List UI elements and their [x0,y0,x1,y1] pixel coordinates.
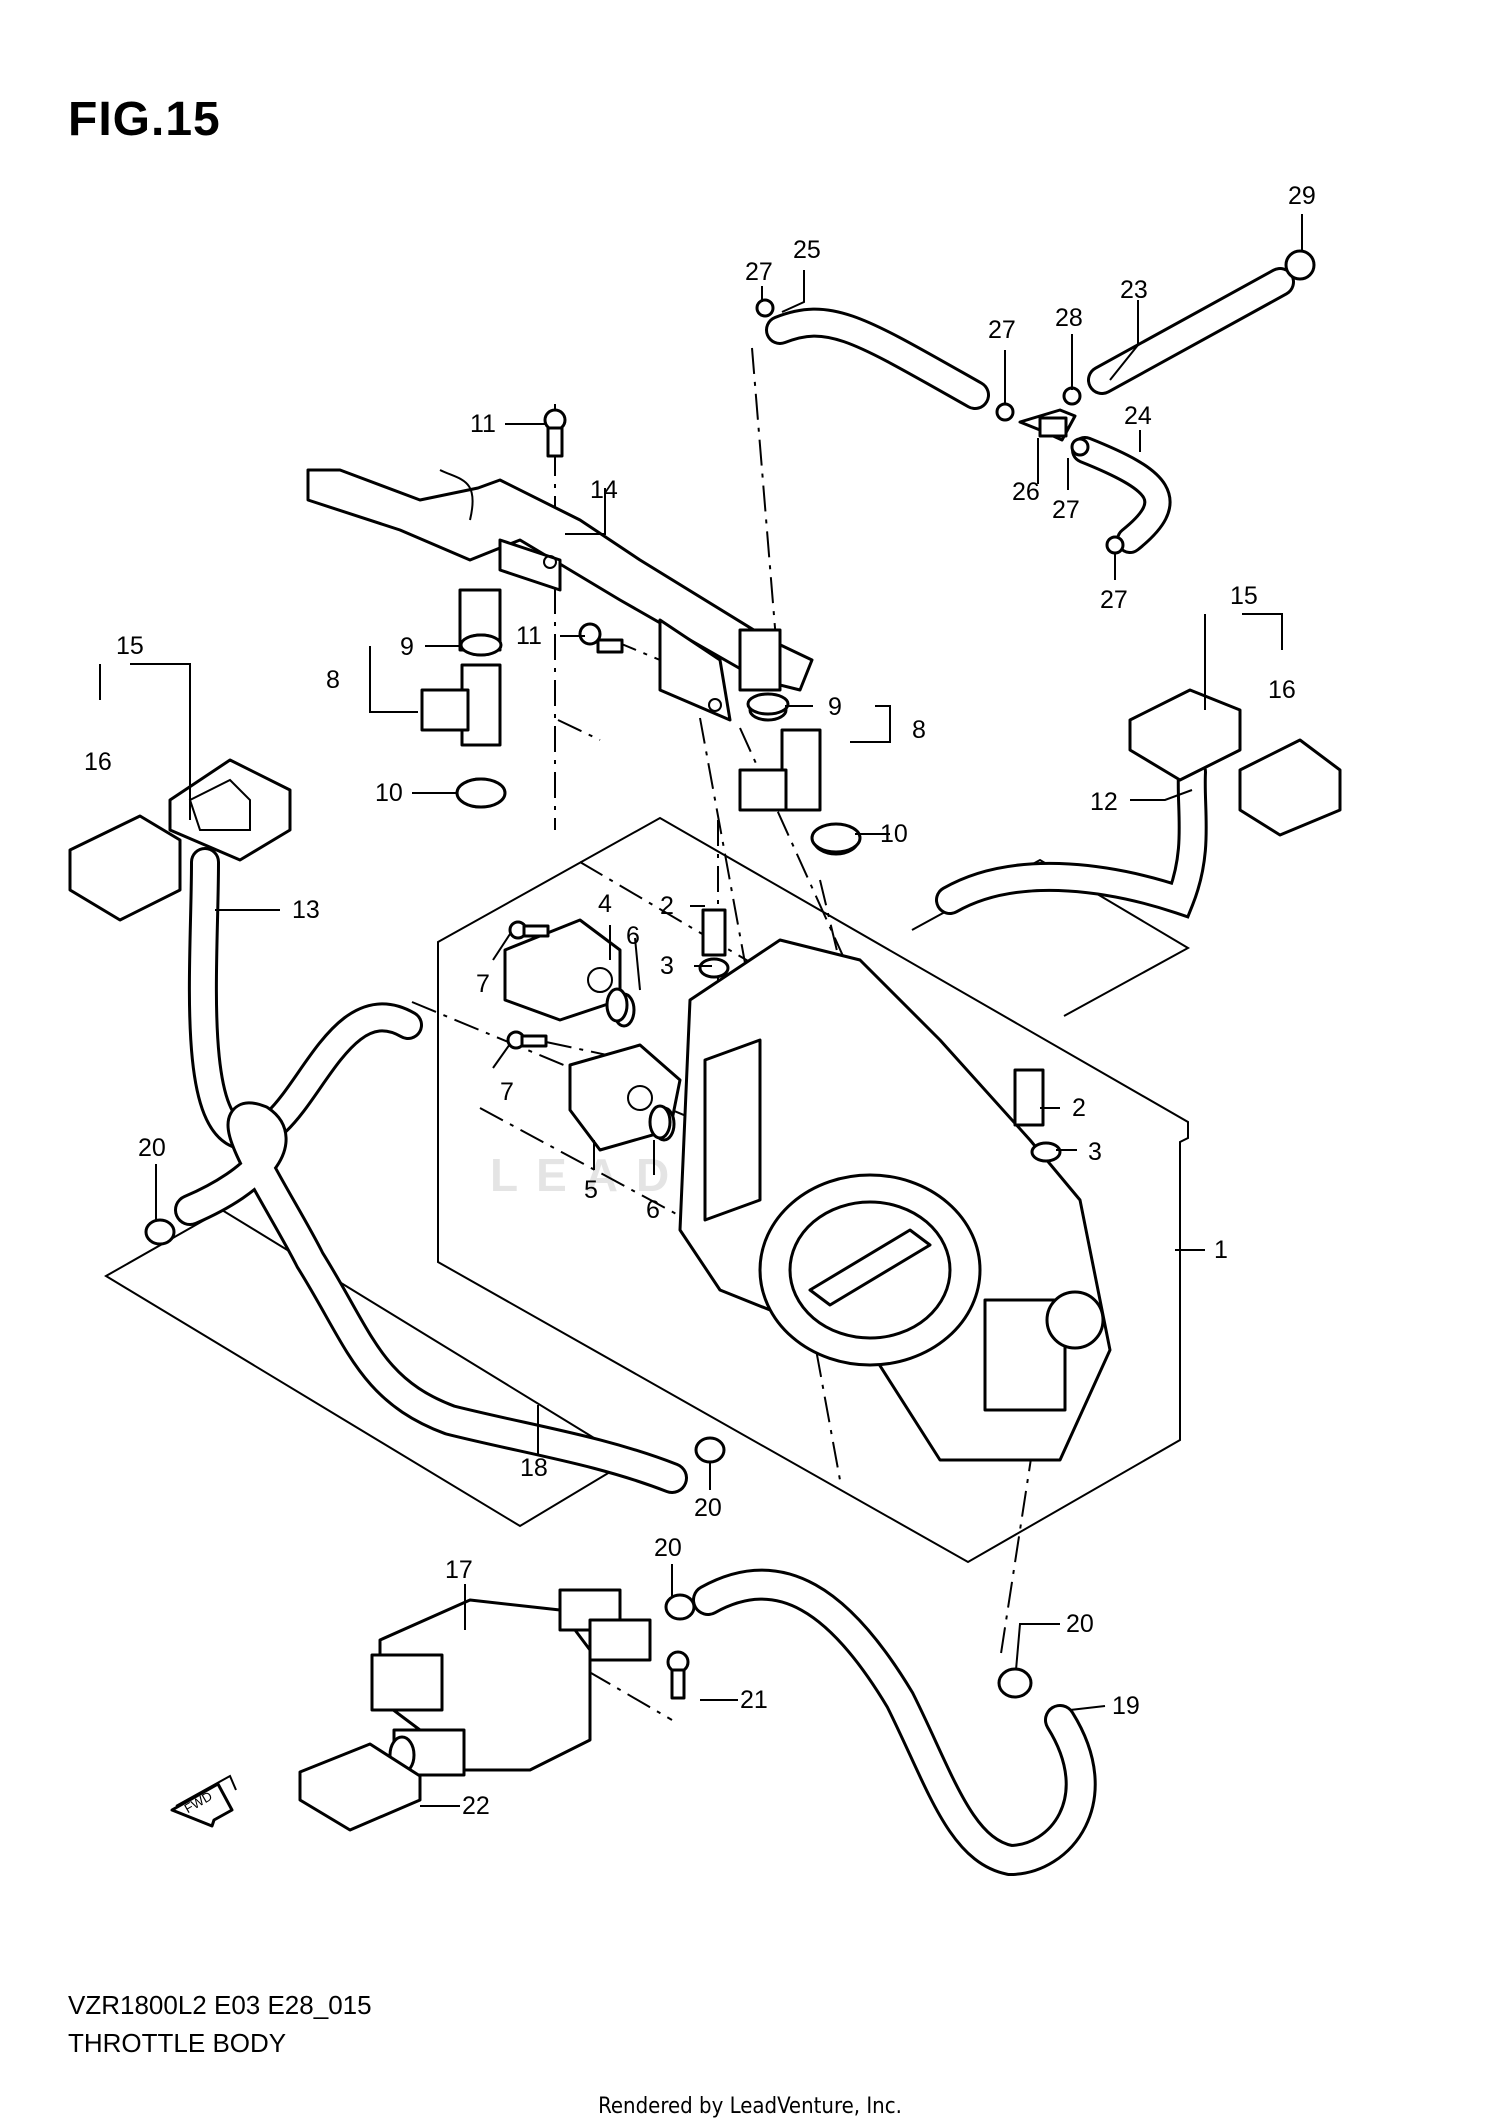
hose-18 [174,1101,688,1494]
callout-11-top: 11 [470,410,496,438]
callout-labels: 29 25 27 23 27 28 24 26 27 27 11 14 11 9… [84,182,1316,1820]
leader-lines [99,214,1303,1807]
callout-15-left: 15 [116,632,144,660]
callout-5: 5 [584,1176,598,1204]
render-credit: Rendered by LeadVenture, Inc. [598,2094,902,2119]
figure-title: FIG.15 [68,93,221,146]
callout-27-top: 27 [745,258,773,286]
callout-24: 24 [1124,402,1152,430]
clamps [144,249,1316,1699]
callout-8-right: 8 [912,716,926,744]
callout-15-right: 15 [1230,582,1258,610]
hose-24 [1071,436,1172,554]
coupler-cover-right [1238,738,1342,837]
callout-13: 13 [292,896,320,924]
callout-25: 25 [793,236,821,264]
callout-6-top: 6 [626,922,640,950]
callout-8-left: 8 [326,666,340,694]
callout-9-left: 9 [400,633,414,661]
callout-6-bottom: 6 [646,1196,660,1224]
callout-20-isc: 20 [654,1534,682,1562]
callout-23: 23 [1120,276,1148,304]
callout-10-right: 10 [880,820,908,848]
callout-2-top: 2 [660,892,674,920]
callout-1: 1 [1214,1236,1228,1264]
hose-23 [1087,267,1295,395]
callout-2-bottom: 2 [1072,1094,1086,1122]
isc-valve [370,1588,652,1777]
callout-27-bottom: 27 [1100,586,1128,614]
assembly-line [999,1399,1041,1661]
callout-20-mid: 20 [694,1494,722,1522]
callout-17: 17 [445,1556,473,1584]
assembly-line [557,719,601,741]
coupler-cover-left [68,814,182,922]
fwd-arrow-icon [170,1774,237,1828]
hose-12 [935,757,1208,919]
hose-joint [1018,408,1077,442]
callout-3-bottom: 3 [1088,1138,1102,1166]
cushion-pad [298,1742,422,1832]
callout-4: 4 [598,890,612,918]
callout-7-top: 7 [476,970,490,998]
callout-20-left: 20 [138,1134,166,1162]
assembly-line [751,347,777,641]
figure-caption: THROTTLE BODY [68,2028,287,2058]
callout-20-right: 20 [1066,1610,1094,1638]
callout-3-top: 3 [660,952,674,980]
callout-22: 22 [462,1792,490,1820]
model-code: VZR1800L2 E03 E28_015 [68,1990,372,2020]
assembly-line [579,861,761,969]
callout-14: 14 [590,476,618,504]
hose-25 [765,307,990,410]
coupler-right [1128,688,1242,782]
throttle-body-frame [437,816,1189,1564]
callout-16-right: 16 [1268,676,1296,704]
callout-18: 18 [520,1454,548,1482]
callout-9-right: 9 [828,693,842,721]
callout-27-mid: 27 [1052,496,1080,524]
callout-10-left: 10 [375,779,403,807]
fuel-delivery-pipe [306,468,814,722]
callout-16-left: 16 [84,748,112,776]
screws-and-seals [455,408,1062,1700]
throttle-body [678,938,1112,1462]
hose-19 [692,1568,1097,1877]
callout-19: 19 [1112,1692,1140,1720]
callout-12: 12 [1090,788,1118,816]
callout-27-joint: 27 [988,316,1016,344]
callout-26: 26 [1012,478,1040,506]
coupler-left [168,758,292,862]
callout-11-mid: 11 [516,622,542,650]
callout-7-bottom: 7 [500,1078,514,1106]
callout-29: 29 [1288,182,1316,210]
callout-21: 21 [740,1686,768,1714]
callout-28: 28 [1055,304,1083,332]
